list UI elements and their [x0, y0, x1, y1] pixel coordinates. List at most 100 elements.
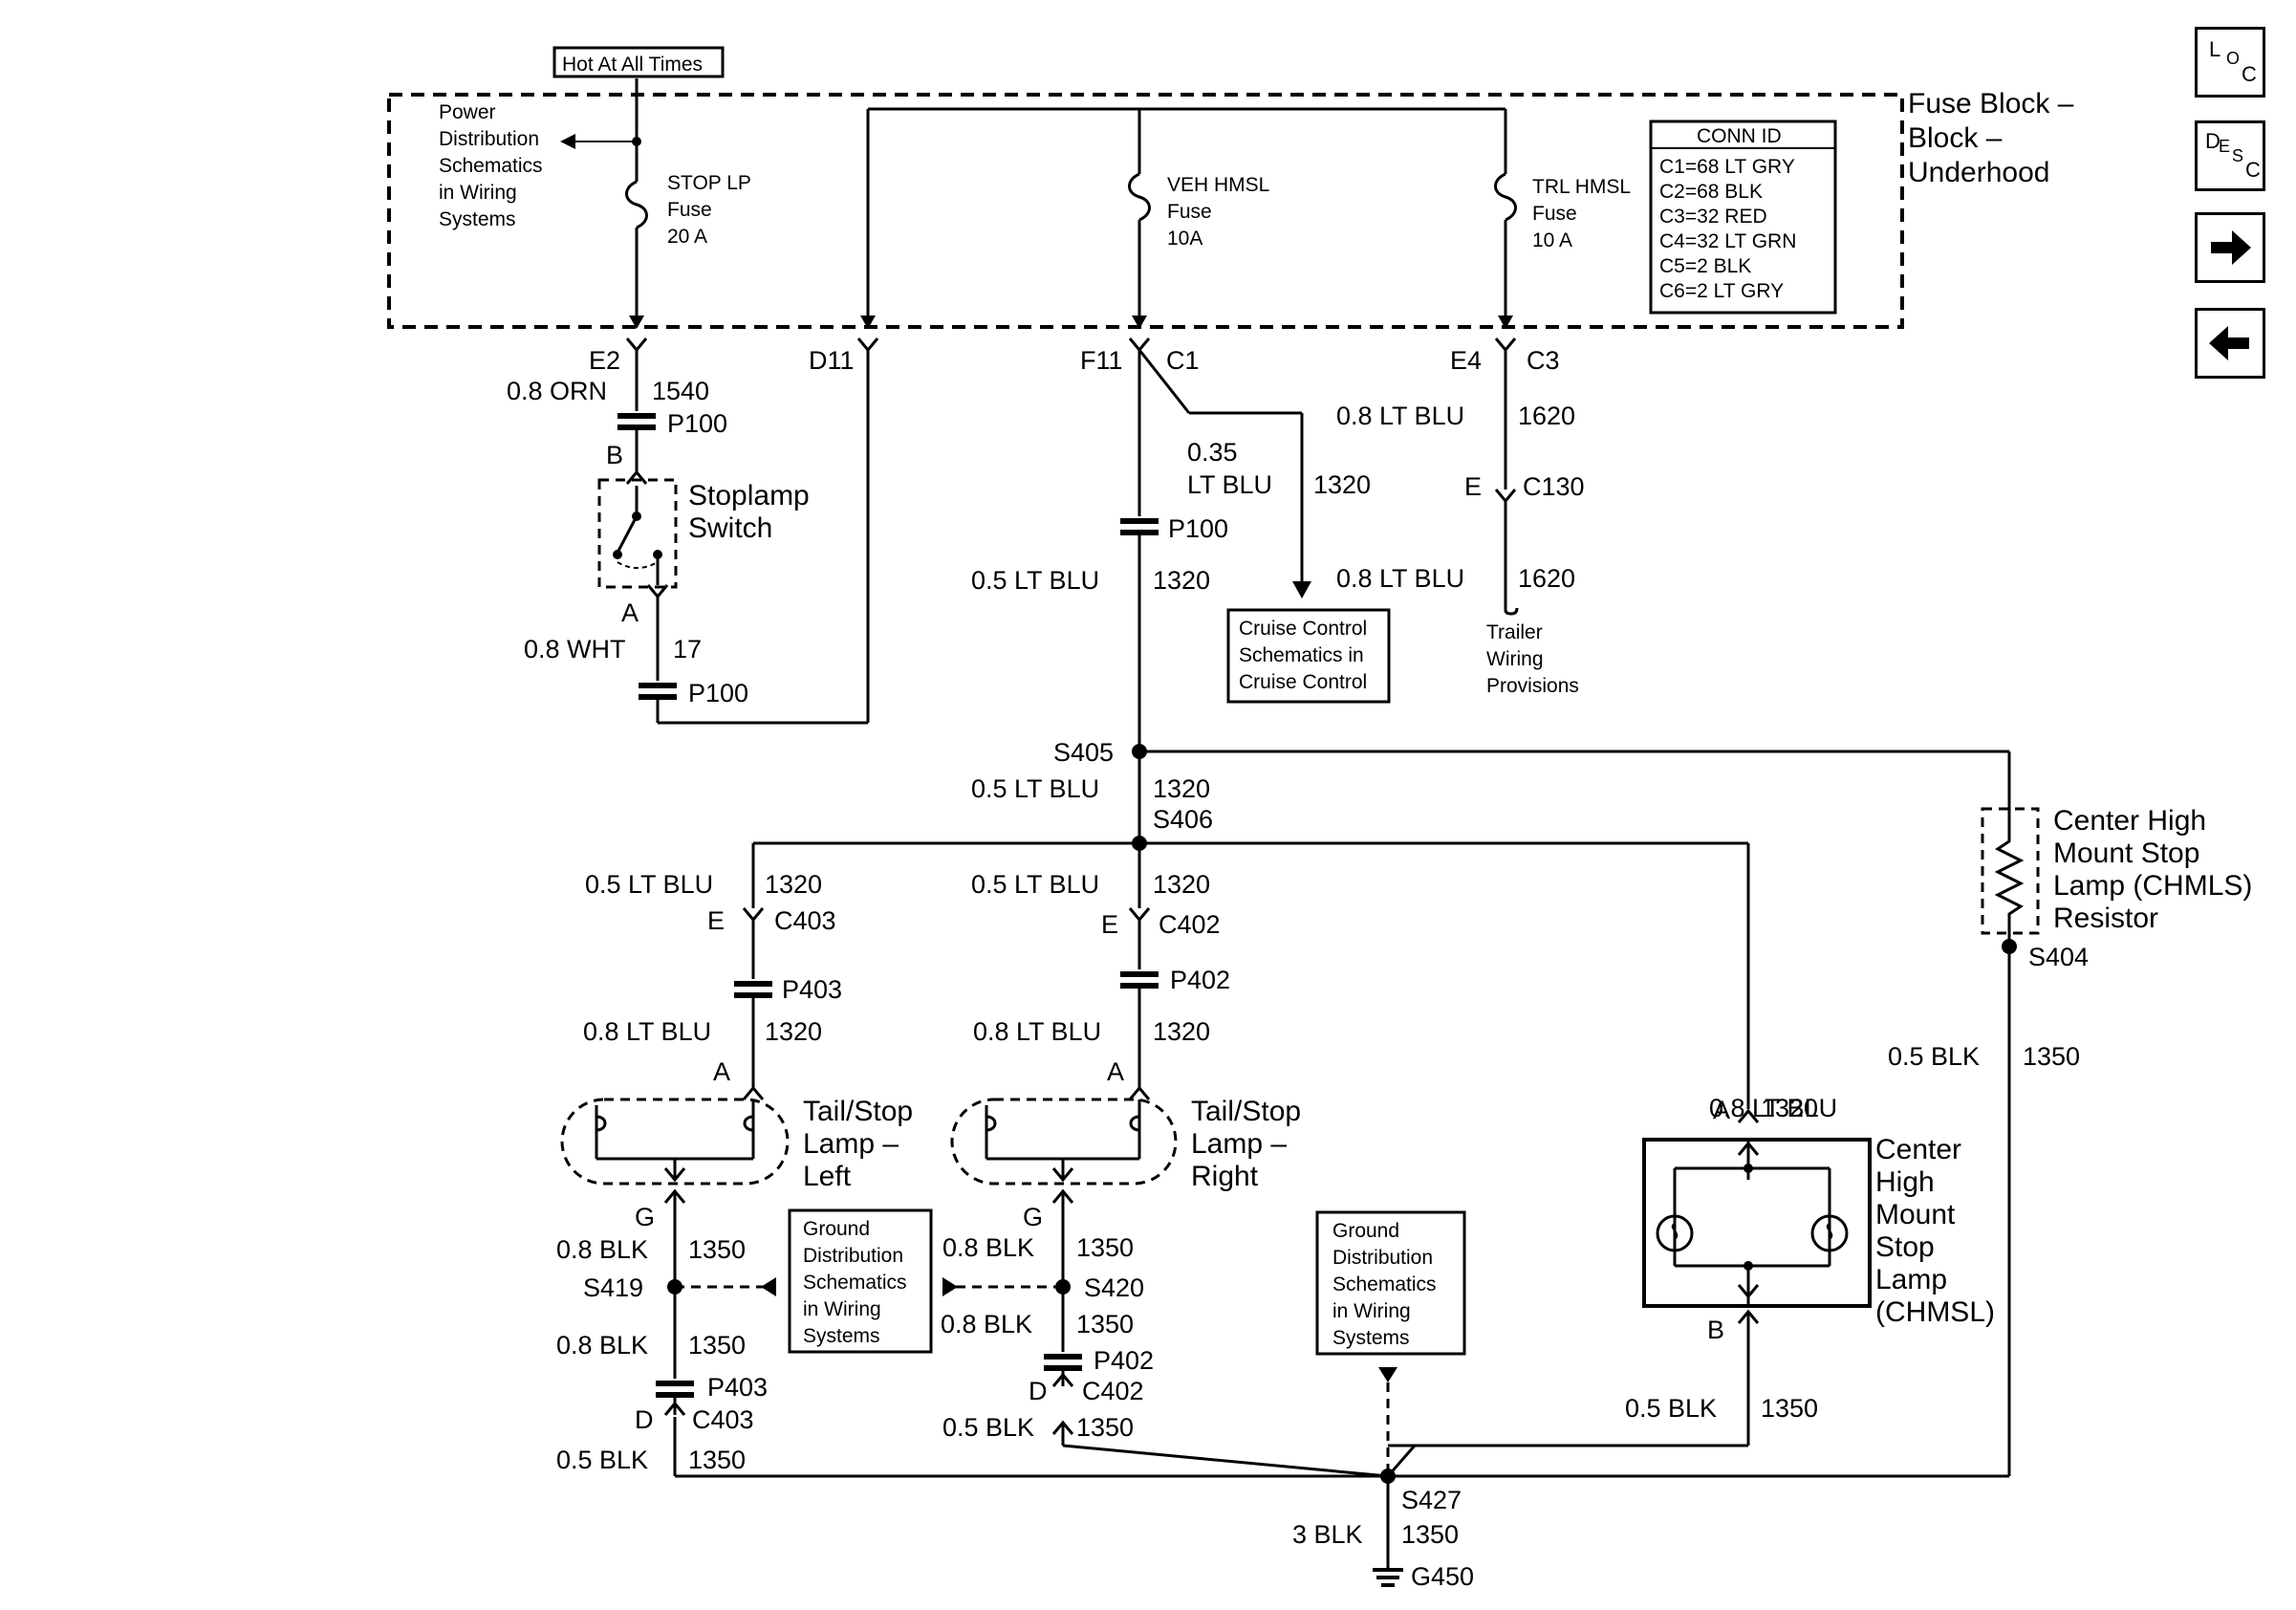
svg-text:Distribution: Distribution	[1332, 1247, 1433, 1269]
svg-text:0.8 LT BLU: 0.8 LT BLU	[1336, 564, 1464, 593]
fuse-block-underhood: Fuse Block – Underhood Block –	[387, 88, 2074, 329]
svg-text:0.8 BLK: 0.8 BLK	[556, 1331, 648, 1360]
svg-text:Distribution: Distribution	[439, 128, 539, 150]
svg-text:Center High: Center High	[2053, 805, 2206, 837]
svg-text:P100: P100	[1168, 514, 1228, 543]
chmls-resistor: Center High Mount Stop Lamp (CHMLS) Resi…	[1981, 805, 2252, 935]
svg-text:C403: C403	[774, 906, 836, 935]
svg-text:1620: 1620	[1518, 564, 1575, 593]
svg-text:1350: 1350	[688, 1331, 746, 1360]
terminal-c3: C3	[1527, 346, 1560, 375]
p402-inline-connector-1: P402	[1120, 966, 1230, 994]
svg-text:20 A: 20 A	[667, 226, 707, 248]
svg-text:1350: 1350	[1076, 1233, 1134, 1262]
svg-text:1320: 1320	[765, 1017, 822, 1046]
svg-text:0.8 LT BLU: 0.8 LT BLU	[1709, 1094, 1837, 1122]
conn-id-table: CONN ID C1=68 LT GRY C2=68 BLK C3=32 RED…	[1649, 120, 1837, 315]
svg-text:Wiring: Wiring	[1486, 648, 1544, 670]
svg-text:0.8 BLK: 0.8 BLK	[556, 1235, 648, 1264]
svg-text:E: E	[1464, 472, 1482, 501]
svg-text:0.5 BLK: 0.5 BLK	[1625, 1394, 1717, 1423]
svg-text:1320: 1320	[1153, 566, 1210, 595]
next-page-button[interactable]	[2195, 212, 2265, 283]
prev-page-button[interactable]	[2195, 308, 2265, 379]
svg-text:P100: P100	[688, 679, 748, 707]
svg-text:VEH HMSL: VEH HMSL	[1167, 174, 1269, 196]
svg-text:S427: S427	[1401, 1486, 1462, 1514]
svg-text:D: D	[1029, 1377, 1048, 1405]
svg-text:P403: P403	[707, 1373, 768, 1402]
svg-text:E: E	[707, 906, 725, 935]
tail-stop-lamp-left: Tail/Stop Lamp – Left	[560, 1096, 913, 1192]
svg-text:Schematics: Schematics	[1332, 1273, 1437, 1295]
svg-text:C130: C130	[1523, 472, 1585, 501]
svg-text:Resistor: Resistor	[2053, 903, 2158, 934]
desc-button[interactable]: D E S C	[2195, 120, 2265, 191]
loc-button[interactable]: L O C	[2195, 27, 2265, 98]
svg-text:1320: 1320	[1313, 470, 1371, 499]
svg-text:P402: P402	[1170, 966, 1230, 994]
svg-text:C6=2 LT GRY: C6=2 LT GRY	[1659, 280, 1784, 302]
svg-text:0.8 LT BLU: 0.8 LT BLU	[1336, 402, 1464, 430]
svg-text:0.5 LT BLU: 0.5 LT BLU	[971, 870, 1099, 899]
svg-text:Lamp (CHMLS): Lamp (CHMLS)	[2053, 870, 2252, 902]
svg-text:High: High	[1875, 1166, 1935, 1198]
svg-text:(CHMSL): (CHMSL)	[1875, 1296, 1995, 1328]
fuse-block-name-2: Underhood	[1908, 157, 2049, 188]
svg-text:Tail/Stop: Tail/Stop	[803, 1096, 913, 1127]
svg-text:1350: 1350	[1761, 1394, 1818, 1423]
svg-text:G: G	[1023, 1203, 1043, 1231]
svg-text:Switch: Switch	[688, 512, 772, 544]
svg-text:A: A	[1713, 1096, 1730, 1124]
trl-hmsl-fuse: TRL HMSL Fuse 10 A	[1494, 172, 1631, 315]
p100-inline-connector-1: P100	[617, 409, 727, 438]
terminal-e4: E4	[1450, 346, 1482, 375]
svg-text:Schematics in: Schematics in	[1239, 644, 1364, 666]
svg-text:S420: S420	[1084, 1273, 1144, 1302]
svg-text:A: A	[621, 598, 639, 627]
svg-text:0.35: 0.35	[1187, 438, 1238, 467]
hot-at-all-times-label: Hot At All Times	[562, 54, 703, 76]
svg-text:1320: 1320	[1153, 1017, 1210, 1046]
svg-text:in Wiring: in Wiring	[803, 1298, 881, 1320]
svg-text:A: A	[713, 1057, 730, 1086]
svg-text:C3=32 RED: C3=32 RED	[1659, 206, 1767, 228]
ground-distribution-reference-left: Ground Distribution Schematics in Wiring…	[788, 1208, 933, 1354]
svg-text:17: 17	[673, 635, 702, 664]
svg-text:CONN ID: CONN ID	[1697, 125, 1782, 147]
svg-text:Systems: Systems	[803, 1325, 880, 1347]
p402-inline-connector-2: P402	[1044, 1346, 1154, 1375]
svg-text:Provisions: Provisions	[1486, 675, 1579, 697]
terminal-c1: C1	[1166, 346, 1200, 375]
terminal-d11: D11	[809, 346, 855, 375]
svg-text:0.8 LT BLU: 0.8 LT BLU	[583, 1017, 711, 1046]
ground-g450: G450	[1373, 1562, 1474, 1591]
svg-text:0.8 LT BLU: 0.8 LT BLU	[973, 1017, 1101, 1046]
svg-text:Lamp: Lamp	[1875, 1264, 1947, 1295]
power-distribution-reference: Power Distribution Schematics in Wiring …	[439, 101, 641, 230]
svg-text:1350: 1350	[1076, 1413, 1134, 1442]
svg-text:C1=68 LT GRY: C1=68 LT GRY	[1659, 156, 1795, 178]
svg-text:0.5 BLK: 0.5 BLK	[942, 1413, 1034, 1442]
svg-text:Schematics: Schematics	[439, 155, 543, 177]
hot-at-all-times-box	[552, 46, 725, 78]
svg-text:Fuse: Fuse	[667, 199, 712, 221]
svg-text:D: D	[635, 1405, 654, 1434]
svg-text:C5=2 BLK: C5=2 BLK	[1659, 255, 1751, 277]
svg-text:1350: 1350	[1401, 1520, 1459, 1549]
svg-text:S404: S404	[2028, 943, 2089, 971]
p403-inline-connector-1: P403	[734, 975, 842, 1004]
stoplamp-switch: Stoplamp Switch	[597, 478, 810, 589]
svg-text:Mount Stop: Mount Stop	[2053, 838, 2199, 869]
svg-text:LT BLU: LT BLU	[1187, 470, 1272, 499]
terminal-f11: F11	[1080, 346, 1123, 375]
svg-text:in Wiring: in Wiring	[1332, 1300, 1411, 1322]
arrow-right-icon	[2211, 230, 2251, 265]
svg-text:S406: S406	[1153, 805, 1213, 834]
svg-text:0.8 BLK: 0.8 BLK	[941, 1310, 1032, 1338]
svg-text:0.8 WHT: 0.8 WHT	[524, 635, 626, 664]
svg-text:10 A: 10 A	[1532, 229, 1572, 251]
trailer-wiring-reference: Trailer Wiring Provisions	[1486, 621, 1579, 697]
svg-text:Mount: Mount	[1875, 1199, 1956, 1230]
